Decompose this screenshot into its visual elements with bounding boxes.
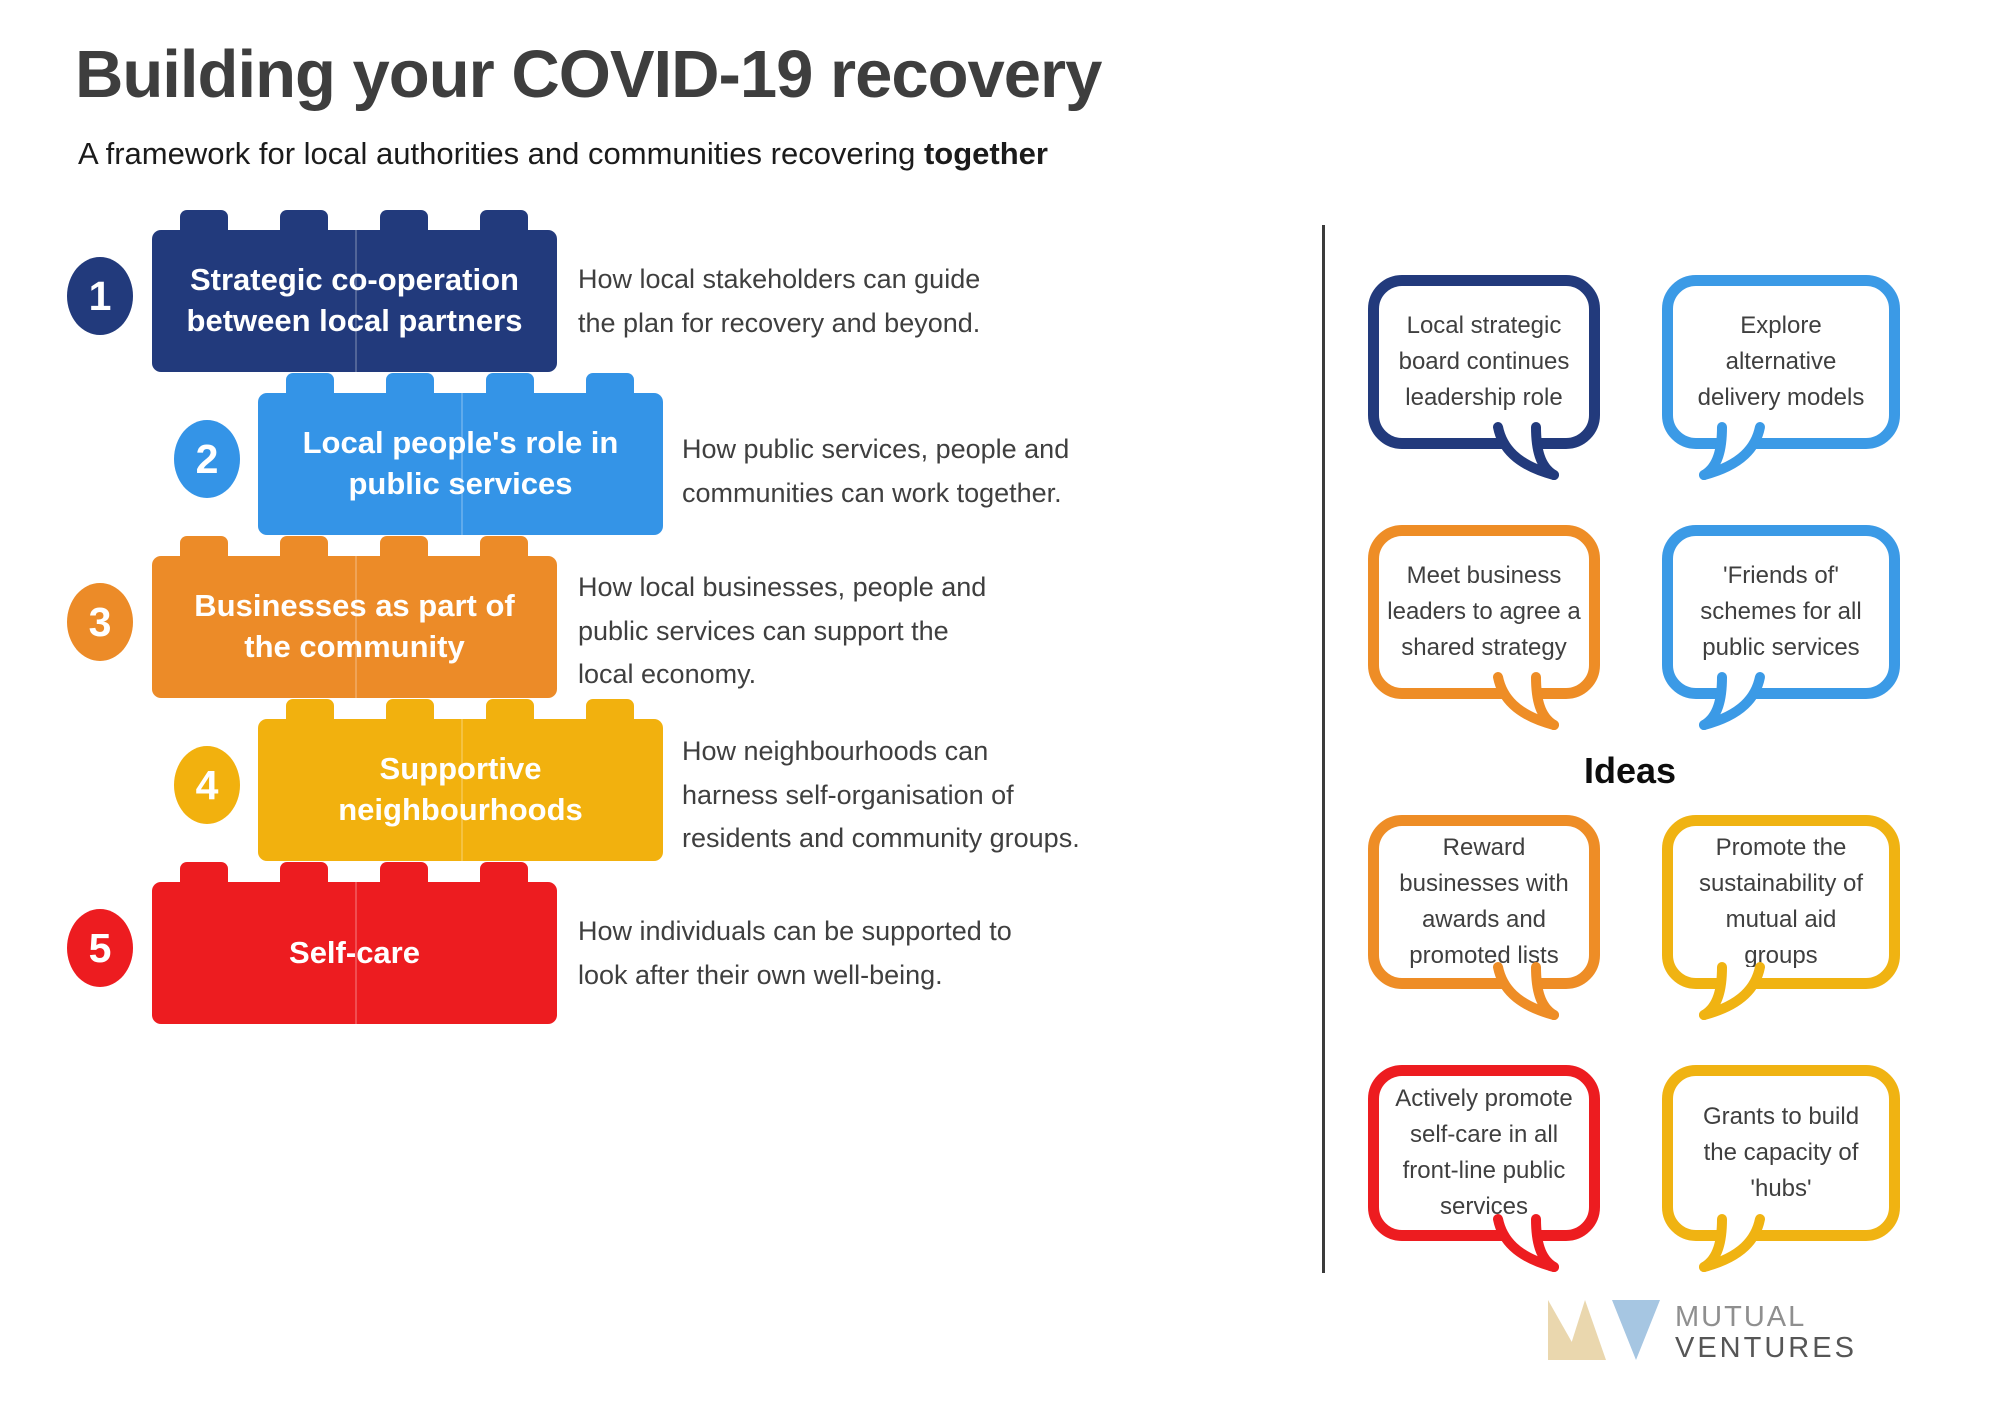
- brick-stud: [286, 373, 334, 394]
- step-number-4: 4: [174, 746, 240, 824]
- brick-step-4-label: Supportive neighbourhoods: [338, 751, 583, 827]
- brick-split-line: [354, 230, 357, 372]
- step-number-2: 2: [174, 420, 240, 498]
- step-number-1: 1: [67, 257, 133, 335]
- brick-stud: [486, 699, 534, 720]
- speech-bubble-4-text: 'Friends of' schemes for all public serv…: [1700, 562, 1862, 661]
- brick-step-4: Supportive neighbourhoods: [258, 699, 663, 861]
- brick-stud: [280, 210, 328, 231]
- brick-stud: [386, 373, 434, 394]
- page-title: Building your COVID-19 recovery: [75, 37, 1102, 112]
- brick-split-line: [354, 882, 357, 1024]
- speech-bubble-4: 'Friends of' schemes for all public serv…: [1662, 525, 1900, 730]
- brick-stud: [180, 536, 228, 557]
- brick-step-3-label: Businesses as part of the community: [194, 588, 515, 664]
- brick-step-1: Strategic co-operation between local par…: [152, 210, 557, 372]
- brick-split-line: [460, 719, 463, 861]
- logo-line2: VENTURES: [1675, 1331, 1857, 1364]
- bubble-tail-icon: [1488, 962, 1568, 1023]
- step-description-1: How local stakeholders can guide the pla…: [578, 264, 981, 338]
- speech-bubble-2-text: Explore alternative delivery models: [1697, 312, 1865, 411]
- bubble-tail-icon: [1690, 1214, 1770, 1275]
- page-subtitle: A framework for local authorities and co…: [78, 136, 1048, 172]
- logo-text: MUTUAL VENTURES: [1675, 1302, 1857, 1363]
- bubble-tail-icon: [1488, 1214, 1568, 1275]
- brick-split-line: [354, 556, 357, 698]
- brick-stud: [280, 536, 328, 557]
- brick-stud: [280, 862, 328, 883]
- speech-bubble-1: Local strategic board continues leadersh…: [1368, 275, 1600, 480]
- bubble-tail-icon: [1488, 422, 1568, 483]
- brick-step-5: Self-care: [152, 862, 557, 1024]
- brick-stud: [480, 862, 528, 883]
- brick-stud: [380, 210, 428, 231]
- step-number-5: 5: [67, 909, 133, 987]
- bubble-tail-icon: [1488, 672, 1568, 733]
- subtitle-text: A framework for local authorities and co…: [78, 136, 924, 171]
- brick-step-2: Local people's role in public services: [258, 373, 663, 535]
- bubble-tail-icon: [1690, 672, 1770, 733]
- speech-bubble-3: Meet business leaders to agree a shared …: [1368, 525, 1600, 730]
- brick-stud: [586, 699, 634, 720]
- brick-stud: [480, 536, 528, 557]
- divider-line: [1322, 225, 1325, 1273]
- brick-stud: [480, 210, 528, 231]
- brick-step-3: Businesses as part of the community: [152, 536, 557, 698]
- bubble-tail-icon: [1690, 962, 1770, 1023]
- brick-stud: [380, 536, 428, 557]
- speech-bubble-1-text: Local strategic board continues leadersh…: [1398, 312, 1570, 411]
- brick-stud: [180, 210, 228, 231]
- brick-stud: [586, 373, 634, 394]
- step-number-3: 3: [67, 583, 133, 661]
- brick-stud: [486, 373, 534, 394]
- brick-step-5-label: Self-care: [289, 934, 420, 970]
- brick-split-line: [460, 393, 463, 535]
- bubble-tail-icon: [1690, 422, 1770, 483]
- brick-stud: [286, 699, 334, 720]
- speech-bubble-8: Grants to build the capacity of 'hubs': [1662, 1065, 1900, 1272]
- speech-bubble-6-text: Promote the sustainability of mutual aid…: [1698, 834, 1864, 969]
- subtitle-emphasis: together: [923, 136, 1048, 171]
- step-description-5: How individuals can be supported to look…: [578, 916, 1012, 990]
- step-description-4: How neighbourhoods can harness self-orga…: [682, 736, 1080, 854]
- speech-bubble-2: Explore alternative delivery models: [1662, 275, 1900, 480]
- brick-step-1-label: Strategic co-operation between local par…: [186, 262, 523, 338]
- brick-stud: [386, 699, 434, 720]
- logo-line1: MUTUAL: [1675, 1301, 1807, 1334]
- mutual-ventures-logo: MUTUAL VENTURES: [1548, 1298, 1857, 1367]
- speech-bubble-7: Actively promote self-care in all front-…: [1368, 1065, 1600, 1272]
- speech-bubble-6: Promote the sustainability of mutual aid…: [1662, 815, 1900, 1020]
- logo-mark-icon: [1548, 1298, 1663, 1367]
- speech-bubble-5-text: Reward businesses with awards and promot…: [1399, 834, 1569, 969]
- speech-bubble-8-text: Grants to build the capacity of 'hubs': [1702, 1103, 1860, 1202]
- speech-bubble-7-text: Actively promote self-care in all front-…: [1395, 1085, 1573, 1220]
- brick-step-2-label: Local people's role in public services: [302, 425, 619, 501]
- speech-bubble-3-text: Meet business leaders to agree a shared …: [1387, 562, 1581, 661]
- step-description-2: How public services, people and communit…: [682, 434, 1070, 508]
- brick-stud: [180, 862, 228, 883]
- speech-bubble-5: Reward businesses with awards and promot…: [1368, 815, 1600, 1020]
- brick-stud: [380, 862, 428, 883]
- ideas-label: Ideas: [1583, 750, 1677, 791]
- step-description-3: How local businesses, people and public …: [578, 572, 987, 690]
